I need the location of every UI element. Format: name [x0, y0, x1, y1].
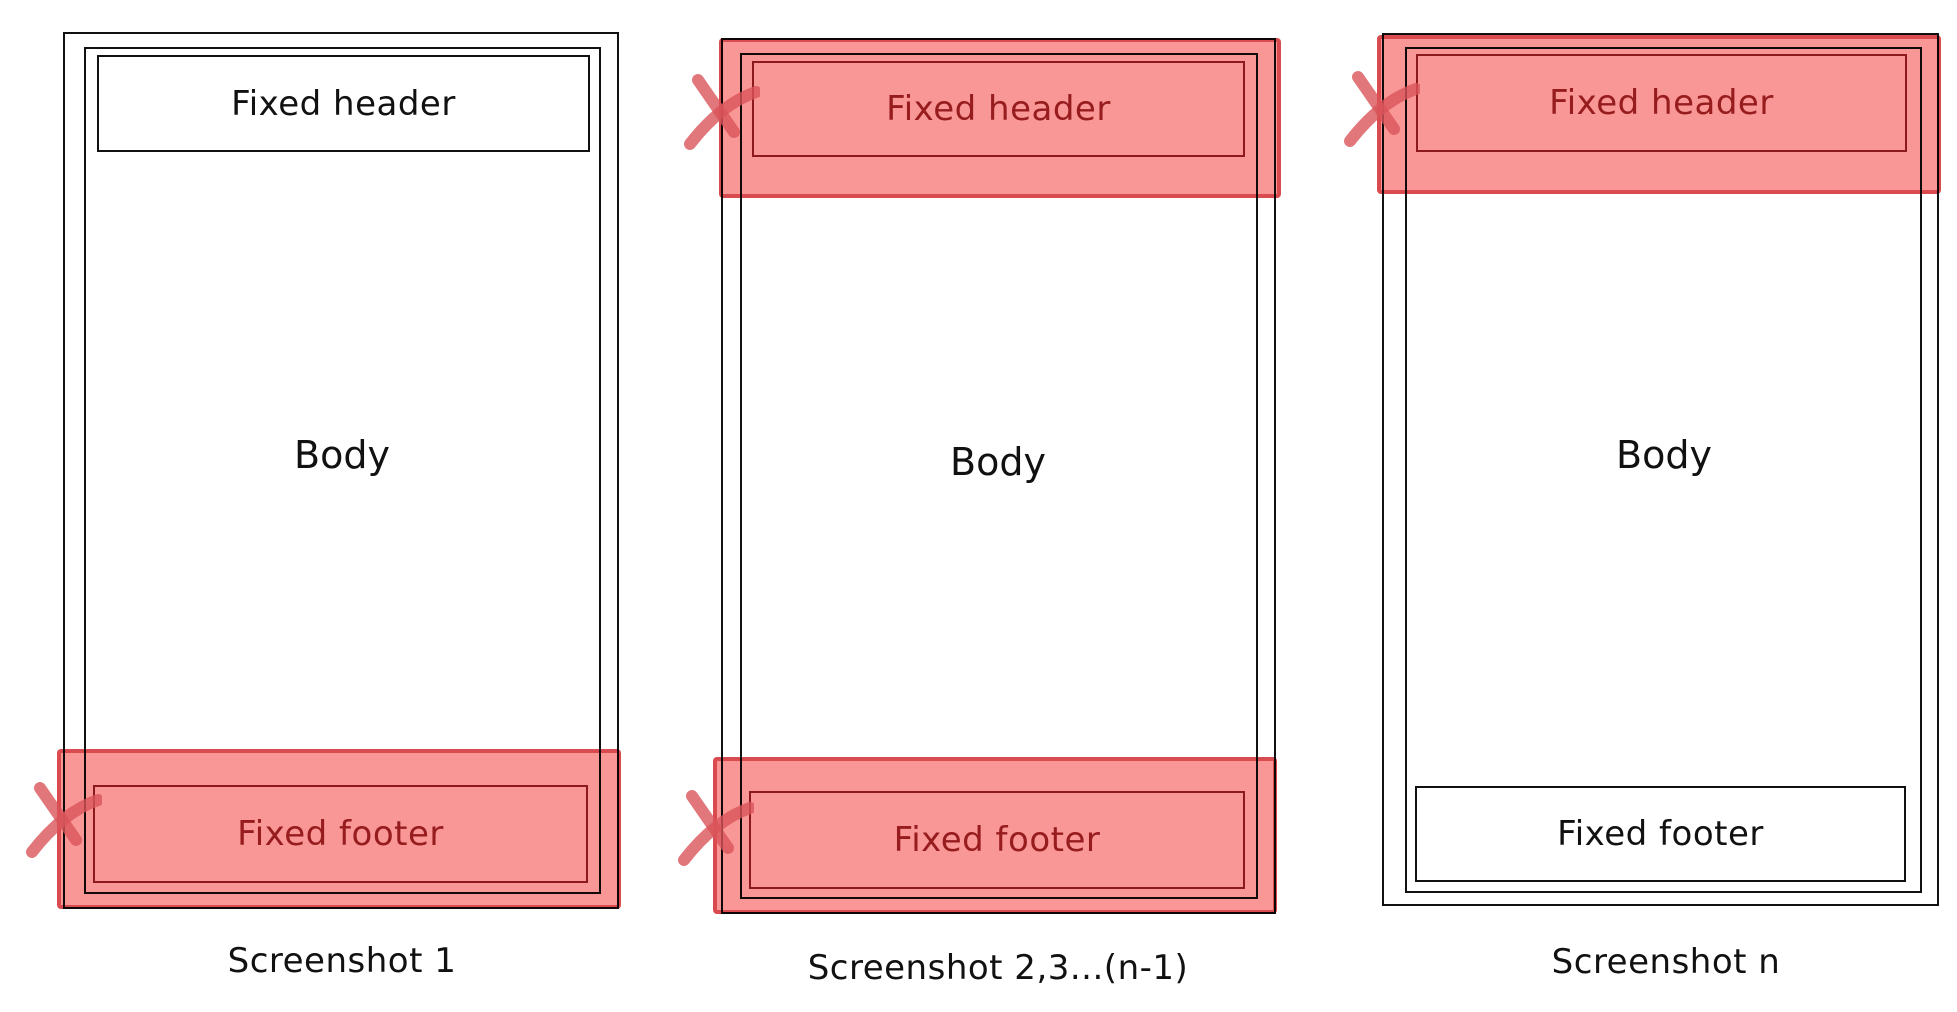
fixed-footer-box: Fixed footer	[1415, 786, 1906, 882]
excluded-header-highlight	[1377, 35, 1941, 194]
excluded-footer-highlight	[57, 749, 621, 909]
body-label: Body	[950, 440, 1046, 484]
body-label: Body	[1616, 433, 1712, 477]
x-mark-icon	[1336, 67, 1420, 151]
excluded-footer-highlight	[713, 757, 1277, 914]
caption-screenshot-middle: Screenshot 2,3...(n-1)	[807, 948, 1189, 988]
x-mark-icon	[18, 778, 102, 862]
fixed-header-label: Fixed header	[231, 83, 456, 124]
fixed-footer-label: Fixed footer	[1557, 814, 1764, 854]
caption-screenshot-1: Screenshot 1	[227, 941, 457, 981]
body-label: Body	[294, 433, 390, 477]
x-mark-icon	[676, 70, 760, 154]
x-mark-icon	[670, 786, 754, 870]
fixed-header-box: Fixed header	[97, 55, 590, 152]
phone-outer-frame	[1382, 33, 1939, 906]
excluded-header-highlight	[719, 38, 1281, 198]
caption-screenshot-n: Screenshot n	[1551, 942, 1781, 982]
